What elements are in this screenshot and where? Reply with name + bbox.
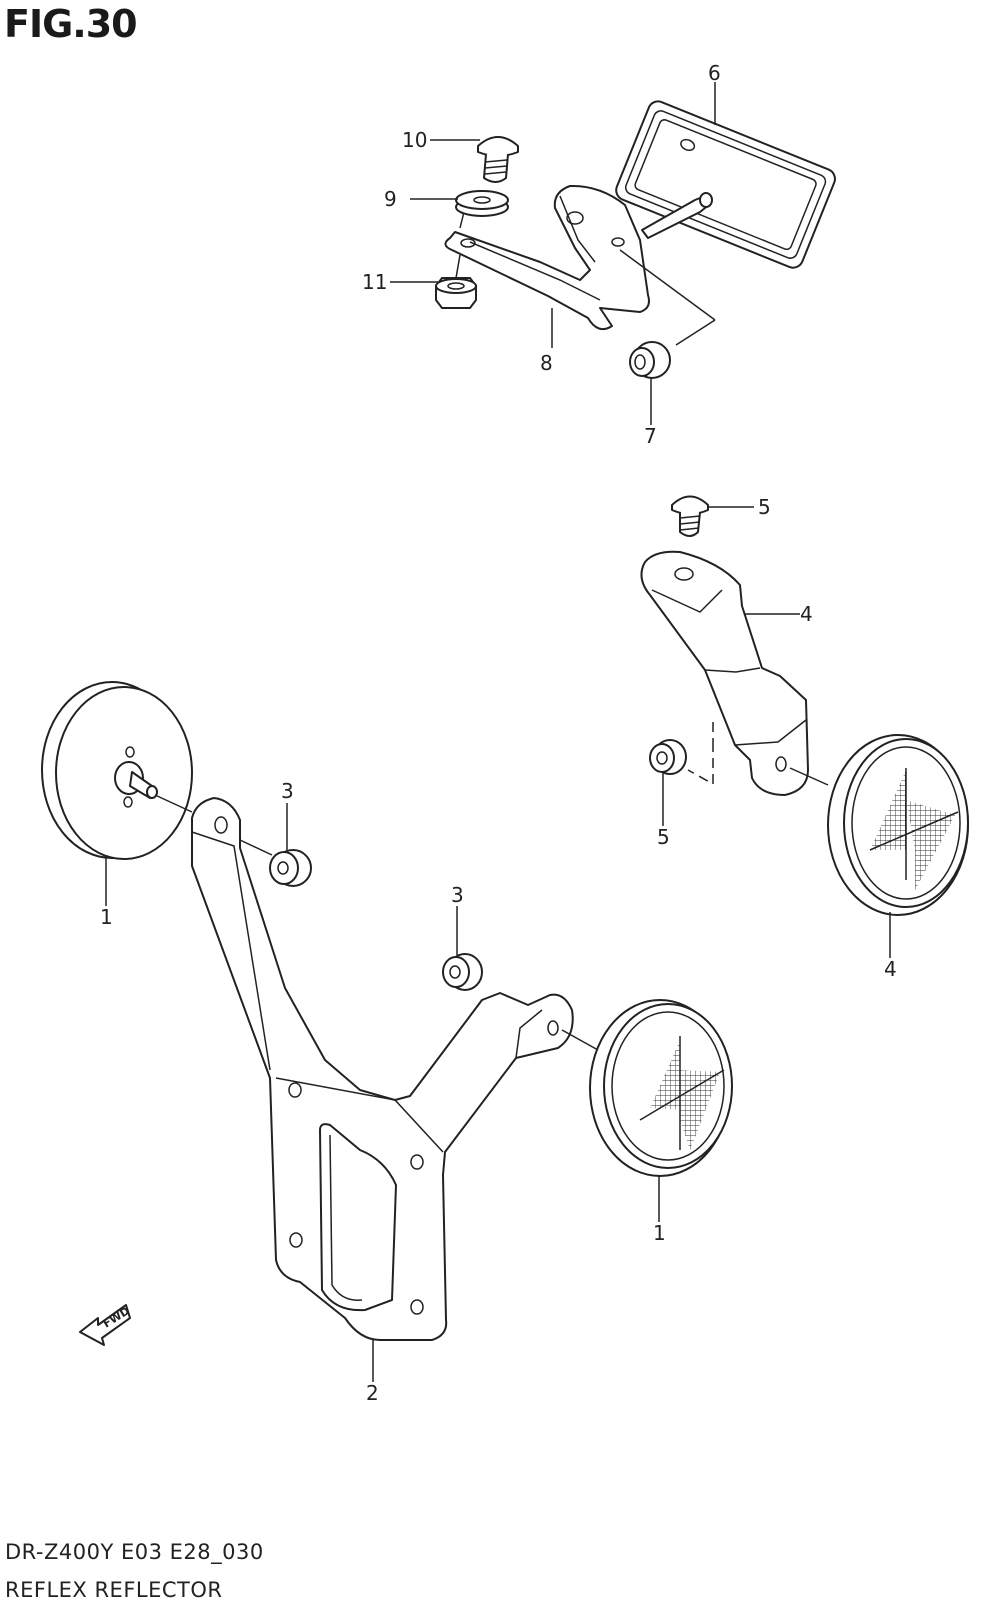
- callout-labels: 6 10 9 11 8 7 5 4 5 4 1 3 3 1 2: [100, 61, 897, 1405]
- callout-10: 8: [540, 351, 553, 375]
- callout-8: 6: [708, 61, 721, 85]
- main-reflector-bracket: [191, 797, 599, 1341]
- callout-9: 7: [644, 424, 657, 448]
- footer-model-code: DR-Z400Y E03 E28_030: [5, 1540, 264, 1564]
- callout-1-lower: 1: [653, 1221, 666, 1245]
- fwd-direction-marker: FWD: [79, 1304, 132, 1346]
- right-reflector-bracket: [640, 550, 829, 796]
- figure-title: FIG.30: [4, 2, 138, 46]
- nut-3-upper: [269, 849, 312, 887]
- callout-7: 5: [758, 495, 771, 519]
- rear-reflector: [615, 100, 836, 269]
- callout-11: 9: [384, 187, 397, 211]
- callout-6: 4: [800, 602, 813, 626]
- callout-leaders: [105, 82, 891, 1382]
- callout-4: 4: [884, 957, 897, 981]
- round-reflector-4: [827, 734, 969, 916]
- screw-12: [477, 136, 519, 183]
- nut-5: [649, 739, 687, 775]
- nut-3-lower: [442, 953, 483, 991]
- callout-1-left: 1: [100, 905, 113, 929]
- nut-9: [629, 341, 671, 379]
- footer-figure-name: REFLEX REFLECTOR: [5, 1578, 223, 1602]
- washer-11: [455, 190, 509, 217]
- callout-12: 10: [402, 128, 427, 152]
- callout-5: 5: [657, 825, 670, 849]
- callout-3-upper: 3: [281, 779, 294, 803]
- nut-13: [435, 277, 477, 309]
- callout-3-lower: 3: [451, 883, 464, 907]
- callout-2: 2: [366, 1381, 379, 1405]
- callout-13: 11: [362, 270, 387, 294]
- screw-7: [671, 495, 709, 537]
- upper-reflector-bracket: [444, 184, 716, 346]
- round-reflector-lower: [589, 999, 733, 1177]
- round-reflector-left: [41, 681, 193, 860]
